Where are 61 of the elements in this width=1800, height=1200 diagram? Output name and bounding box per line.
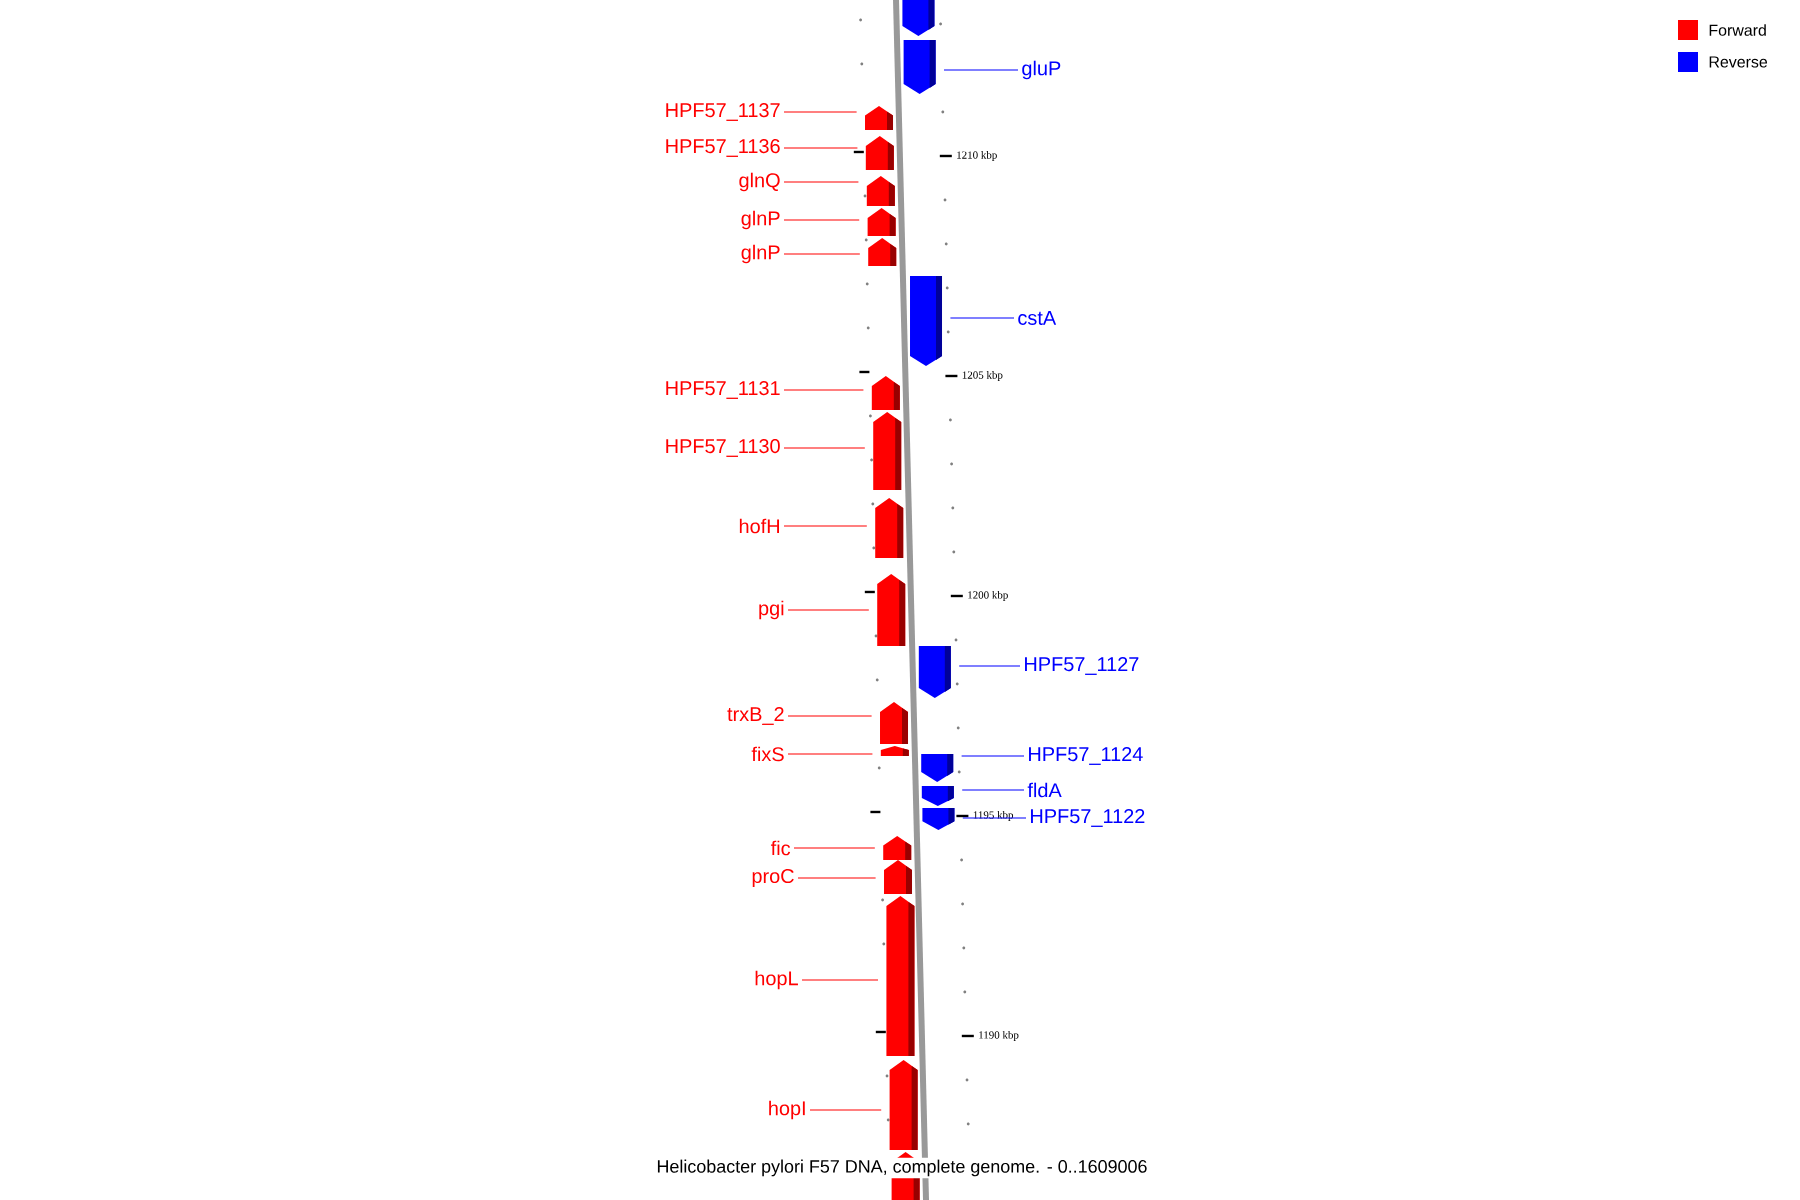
gene-block: [868, 238, 897, 266]
gene-block: [865, 106, 893, 130]
leader-line: [783, 525, 868, 527]
leader-line: [787, 609, 870, 611]
leader-line: [962, 817, 1027, 819]
gene-label: cstA: [1018, 311, 1057, 325]
leader-line: [961, 755, 1025, 757]
leader-line: [949, 317, 1015, 319]
gene-block: [883, 836, 912, 860]
leader-line: [783, 447, 866, 449]
gene-block: [877, 574, 906, 646]
gene-block: [921, 754, 954, 782]
leader-line: [783, 389, 864, 391]
gene-block: [867, 208, 896, 236]
gene-label: trxB_2: [727, 707, 784, 725]
leader-line: [787, 753, 873, 755]
gene-block: [880, 746, 909, 756]
gene-label: HPF57_1137: [666, 103, 780, 121]
gene-label: hofH: [739, 518, 779, 534]
gene-block: [902, 0, 935, 36]
gene-block: [921, 786, 954, 806]
gene-label: glnQ: [739, 172, 780, 192]
leader-line: [943, 69, 1019, 71]
gene-block: [922, 808, 955, 830]
gene-label: fixS: [751, 746, 784, 762]
gene-label: glnP: [741, 244, 780, 264]
leader-line: [809, 1109, 882, 1111]
gene-block: [903, 40, 936, 94]
gene-label: gluP: [1022, 60, 1061, 80]
caption: Helicobacter pylori F57 DNA, complete genome. - 0..1609006: [654, 1157, 1150, 1179]
leader-line: [961, 789, 1025, 791]
gene-block: [866, 176, 895, 206]
gene-label: HPF57_1124: [1029, 747, 1143, 765]
gene-label: glnP: [741, 210, 780, 230]
leader-line: [797, 877, 877, 879]
gene-label: HPF57_1130: [666, 439, 780, 457]
gene-label: hopL: [755, 970, 798, 990]
gene-label: pgi: [759, 600, 784, 620]
gene-label: fldA: [1027, 782, 1062, 798]
leader-line: [793, 847, 876, 849]
leader-line: [783, 181, 859, 183]
leader-line: [783, 147, 858, 149]
leader-line: [958, 665, 1021, 667]
gene-label: hopI: [769, 1100, 805, 1120]
gene-label: HPF57_1127: [1025, 657, 1139, 675]
leader-line: [783, 111, 858, 113]
gene-block: [918, 646, 951, 698]
gene-block: [875, 498, 904, 558]
leader-line: [783, 253, 861, 255]
gene-block: [865, 136, 894, 170]
gene-label: proC: [752, 868, 794, 887]
leader-line: [787, 715, 873, 717]
gene-label: HPF57_1131: [666, 381, 780, 399]
gene-block: [910, 276, 942, 366]
gene-label: HPF57_1136: [666, 139, 780, 157]
gene-label: fic: [770, 840, 791, 856]
gene-block: [884, 860, 912, 894]
gene-block: [871, 376, 900, 410]
gene-label: HPF57_1122: [1031, 809, 1145, 827]
leader-line: [801, 979, 879, 981]
leader-line: [783, 219, 860, 221]
